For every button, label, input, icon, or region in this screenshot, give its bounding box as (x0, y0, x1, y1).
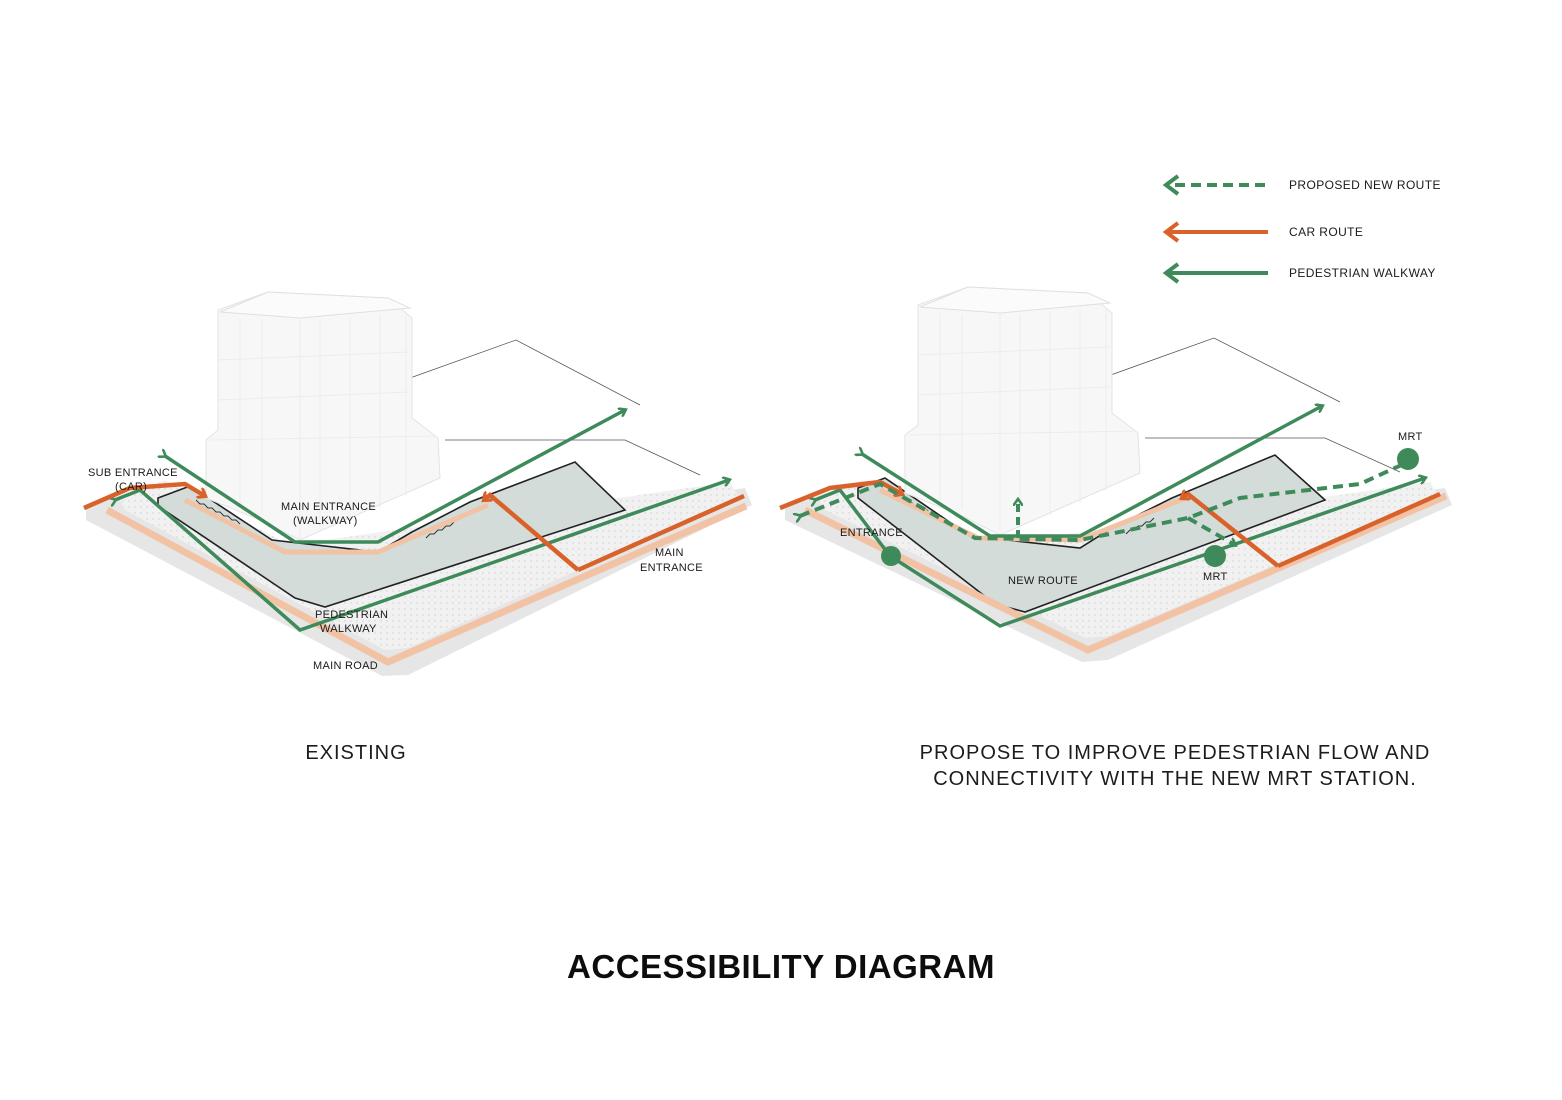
dashed-green-arrow-icon (1162, 174, 1268, 196)
legend: PROPOSED NEW ROUTE CAR ROUTE PEDESTRIAN … (1162, 174, 1441, 284)
label-mrt-plaza: MRT (1203, 571, 1228, 583)
label-main-entrance-walkway-sub: (WALKWAY) (293, 515, 358, 527)
car-route-main-entrance (1182, 494, 1280, 568)
pedestrian-walkway-outer (115, 480, 729, 632)
green-arrow-icon (1162, 262, 1268, 284)
car-route-main-road (577, 493, 745, 573)
label-pedestrian-walkway: PEDESTRIAN (315, 609, 388, 621)
label-main-entrance: MAIN (655, 547, 684, 559)
existing-diagram: SUB ENTRANCE (CAR) MAIN ENTRANCE (WALKWA… (83, 291, 752, 676)
mrt-node-plaza (1204, 545, 1226, 567)
proposed-route-main (800, 460, 1409, 543)
page-title: ACCESSIBILITY DIAGRAM (567, 948, 995, 985)
legend-item-proposed-route: PROPOSED NEW ROUTE (1162, 174, 1441, 196)
label-main-entrance-sub: ENTRANCE (640, 562, 703, 574)
label-sub-entrance-car: (CAR) (115, 481, 147, 493)
mrt-node-corner (1397, 448, 1419, 470)
entrance-node (881, 546, 901, 566)
label-sub-entrance: SUB ENTRANCE (88, 467, 178, 479)
label-pedestrian-walkway-sub: WALKWAY (320, 623, 377, 635)
caption-proposed-line2: CONNECTIVITY WITH THE NEW MRT STATION. (933, 768, 1417, 790)
legend-label-pedestrian-walkway: PEDESTRIAN WALKWAY (1289, 266, 1436, 280)
legend-item-pedestrian-walkway: PEDESTRIAN WALKWAY (1162, 262, 1436, 284)
orange-arrow-icon (1162, 221, 1268, 243)
site-boundary-lines (1107, 337, 1401, 473)
caption-proposed-line1: PROPOSE TO IMPROVE PEDESTRIAN FLOW AND (919, 742, 1431, 764)
caption-proposed: PROPOSE TO IMPROVE PEDESTRIAN FLOW AND C… (900, 740, 1450, 792)
site-boundary-lines (409, 339, 701, 476)
car-route-sub-entrance (83, 481, 205, 511)
car-route-main-entrance (484, 495, 580, 572)
proposed-diagram: ENTRANCE NEW ROUTE MRT MRT (779, 286, 1452, 662)
label-new-route: NEW ROUTE (1008, 575, 1078, 587)
caption-existing: EXISTING (305, 742, 407, 764)
main-road-line (105, 502, 748, 666)
label-main-road: MAIN ROAD (313, 660, 378, 672)
proposed-route-plaza-link (1187, 516, 1235, 545)
label-mrt-corner: MRT (1398, 431, 1423, 443)
label-main-entrance-walkway: MAIN ENTRANCE (281, 501, 376, 513)
pedestrian-walkway-inner (862, 406, 1322, 538)
tower-building (904, 286, 1141, 536)
legend-label-proposed-route: PROPOSED NEW ROUTE (1289, 178, 1441, 192)
building-edge-line (183, 497, 489, 555)
car-route-main-road (1277, 491, 1441, 569)
legend-label-car-route: CAR ROUTE (1289, 225, 1363, 239)
pedestrian-walkway-inner (165, 410, 625, 544)
label-entrance: ENTRANCE (840, 527, 903, 539)
legend-item-car-route: CAR ROUTE (1162, 221, 1363, 243)
